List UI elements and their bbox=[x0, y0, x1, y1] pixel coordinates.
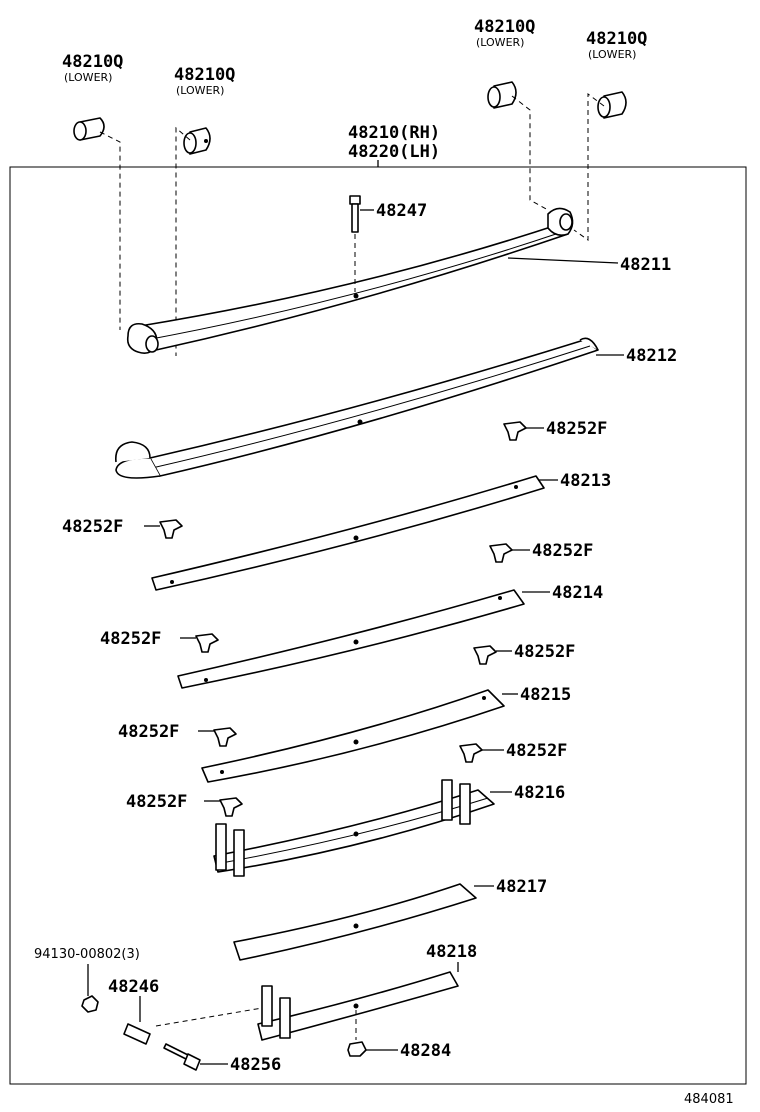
bolt-48256[interactable] bbox=[163, 1043, 201, 1071]
leaf-48212[interactable] bbox=[115, 337, 599, 479]
clip-48252f-3[interactable] bbox=[489, 543, 513, 563]
label-clip-7: 48252F bbox=[506, 741, 567, 761]
leaf-48214[interactable] bbox=[177, 589, 525, 689]
label-48211: 48211 bbox=[620, 255, 671, 275]
label-clip-2: 48252F bbox=[62, 517, 123, 537]
assembly-rh-part-no: 48210(RH) bbox=[348, 123, 440, 143]
leaf-48217[interactable] bbox=[233, 883, 477, 961]
bushing-3-note: (LOWER) bbox=[476, 36, 524, 49]
leaf-48218[interactable] bbox=[257, 971, 459, 1041]
label-48216: 48216 bbox=[514, 783, 565, 803]
label-clip-5: 48252F bbox=[514, 642, 575, 662]
bushing-3-part-no: 48210Q bbox=[474, 17, 535, 37]
pin-48246[interactable] bbox=[123, 1023, 151, 1045]
bushing-4-part-no: 48210Q bbox=[586, 29, 647, 49]
leaf-48211[interactable] bbox=[126, 207, 574, 354]
label-48214: 48214 bbox=[552, 583, 603, 603]
label-94130: 94130-00802(3) bbox=[34, 947, 140, 962]
bushing-1-leader bbox=[99, 131, 121, 330]
label-48284: 48284 bbox=[400, 1041, 451, 1061]
clip-48252f-1[interactable] bbox=[503, 421, 527, 441]
diagram-code: 484081 bbox=[684, 1092, 734, 1107]
center-bolt-48247[interactable] bbox=[349, 195, 361, 233]
clip-48252f-8[interactable] bbox=[219, 797, 243, 817]
bushing-2-leader bbox=[175, 126, 191, 356]
clip-48252f-6[interactable] bbox=[213, 727, 237, 747]
nut-94130[interactable] bbox=[81, 995, 99, 1013]
leaf-48216[interactable] bbox=[213, 779, 495, 877]
label-48213: 48213 bbox=[560, 471, 611, 491]
label-clip-3: 48252F bbox=[532, 541, 593, 561]
bushing-1-part-no: 48210Q bbox=[62, 52, 123, 72]
bushing-2-part-no: 48210Q bbox=[174, 65, 235, 85]
bushing-1-note: (LOWER) bbox=[64, 71, 112, 84]
clip-48252f-2[interactable] bbox=[159, 519, 183, 539]
label-48247: 48247 bbox=[376, 201, 427, 221]
leader-48211 bbox=[507, 257, 619, 264]
label-48217: 48217 bbox=[496, 877, 547, 897]
bushing-1[interactable] bbox=[73, 117, 105, 141]
nut-48284[interactable] bbox=[347, 1041, 367, 1057]
label-clip-1: 48252F bbox=[546, 419, 607, 439]
bushing-4-note: (LOWER) bbox=[588, 48, 636, 61]
bushing-4-leader bbox=[573, 93, 605, 241]
bushing-3-leader bbox=[511, 95, 549, 211]
clip-48252f-5[interactable] bbox=[473, 645, 497, 665]
leaf-48215[interactable] bbox=[201, 689, 505, 783]
label-48212: 48212 bbox=[626, 346, 677, 366]
clip-48252f-7[interactable] bbox=[459, 743, 483, 763]
clip-48252f-4[interactable] bbox=[195, 633, 219, 653]
label-48215: 48215 bbox=[520, 685, 571, 705]
bushing-3[interactable] bbox=[487, 81, 517, 109]
label-clip-4: 48252F bbox=[100, 629, 161, 649]
label-48246: 48246 bbox=[108, 977, 159, 997]
label-clip-6: 48252F bbox=[118, 722, 179, 742]
bushing-2-note: (LOWER) bbox=[176, 84, 224, 97]
label-clip-8: 48252F bbox=[126, 792, 187, 812]
assembly-lh-part-no: 48220(LH) bbox=[348, 142, 440, 162]
label-48256: 48256 bbox=[230, 1055, 281, 1075]
leaf-48213[interactable] bbox=[151, 475, 545, 591]
pin-axis bbox=[155, 1007, 263, 1027]
bushing-2[interactable] bbox=[183, 127, 211, 155]
bushing-4[interactable] bbox=[597, 91, 627, 119]
label-48218: 48218 bbox=[426, 942, 477, 962]
